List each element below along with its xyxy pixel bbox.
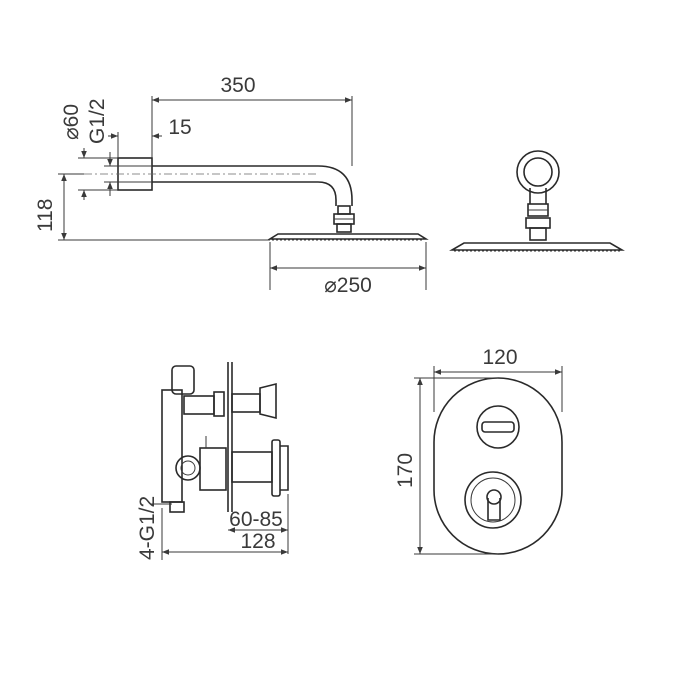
dim-4g12-label: 4-G1/2 [136,496,159,560]
dim-170-label: 170 [394,453,417,488]
mixer-handle [464,471,522,529]
shower-head-profile [267,233,429,240]
valve-front-view: 120 170 [394,346,563,555]
diverter-knob [476,405,520,449]
shower-head-front-view [449,150,625,252]
dim-g12-label: G1/2 [86,98,109,144]
dim-d60-label: ⌀60 [60,104,83,140]
shower-arm-side-view: 350 15 ⌀60 G1/2 118 ⌀250 [34,74,429,297]
dim-350-label: 350 [220,74,255,97]
dim-120-label: 120 [482,346,517,369]
dim-d250-label: ⌀250 [324,274,372,297]
dim-118-label: 118 [34,199,57,232]
dim-6085-label: 60-85 [229,508,283,531]
arm-pipe [152,165,353,206]
dim-128-label: 128 [240,530,275,553]
valve-side-view: 60-85 128 4-G1/2 [136,362,289,560]
dim-15-label: 15 [168,116,191,139]
